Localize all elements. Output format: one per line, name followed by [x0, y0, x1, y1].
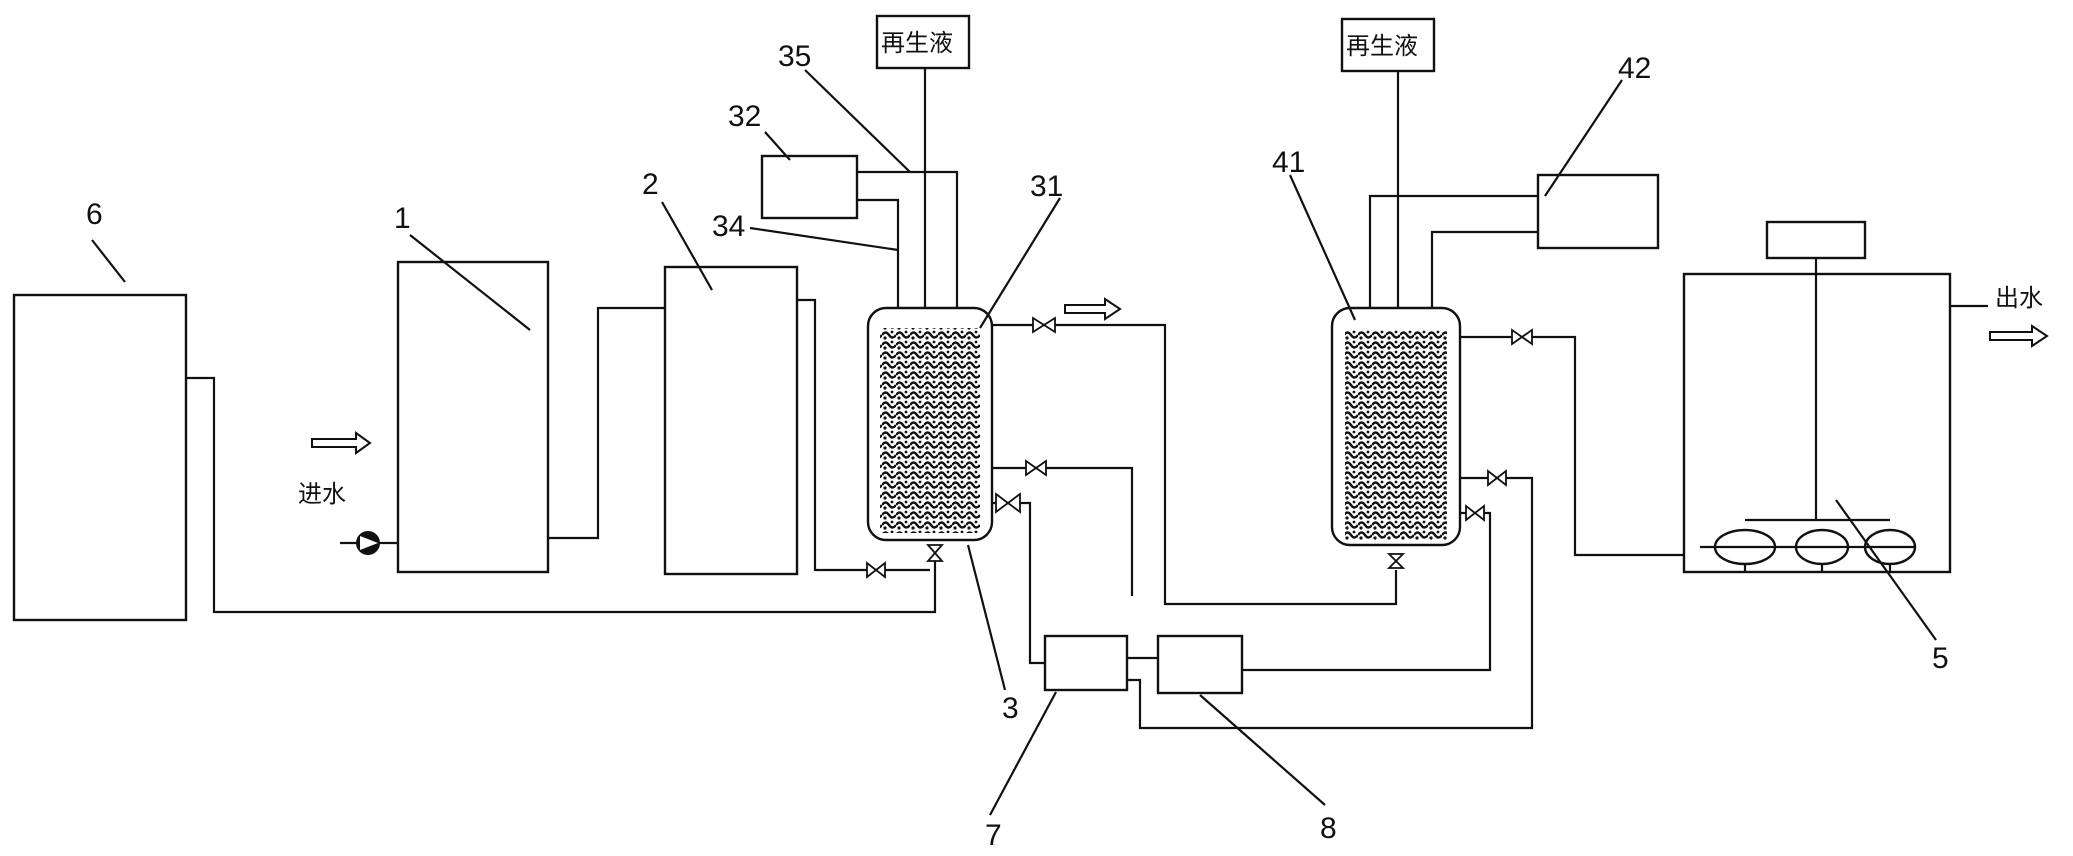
label-34: 34 [712, 210, 745, 243]
label-7: 7 [985, 819, 1002, 852]
pipe-32-out [857, 170, 959, 308]
pipe-3-mid [992, 466, 1134, 596]
pipe-41-to-5 [1460, 335, 1684, 557]
valve-v5 [995, 492, 1021, 514]
regen-label-1: 再生液 [881, 29, 953, 57]
tank-1 [396, 260, 550, 574]
leader-7 [989, 691, 1057, 816]
leader-6 [91, 239, 126, 283]
regen-box-2 [1340, 17, 1436, 73]
pipe-3-to-7 [992, 501, 1045, 665]
valve-v4 [1025, 459, 1047, 477]
tank-2 [663, 265, 799, 576]
valve-v9 [1465, 504, 1485, 522]
leader-34 [749, 226, 899, 252]
box-42 [1536, 173, 1660, 250]
pipe-42-in [1430, 230, 1538, 308]
pipe-6-to-3 [186, 376, 937, 614]
leader-5 [1835, 499, 1937, 641]
pipe-1-to-2 [548, 306, 665, 540]
leader-35 [804, 69, 911, 173]
pipe-3-to-41 [992, 323, 1398, 606]
label-5: 5 [1932, 642, 1949, 675]
label-3: 3 [1002, 692, 1019, 725]
leader-31 [979, 197, 1061, 329]
leader-1 [409, 234, 531, 331]
label-31: 31 [1030, 170, 1063, 203]
column-41-resin [1345, 330, 1447, 540]
inlet-label: 进水 [298, 480, 346, 508]
label-8: 8 [1320, 812, 1337, 845]
outlet-label: 出水 [1995, 284, 2043, 312]
label-42: 42 [1618, 52, 1651, 85]
pipe-7-to-41 [1127, 476, 1534, 730]
arrow-inlet-icon [311, 431, 372, 455]
column-3-resin [880, 328, 980, 533]
arrow-outlet-icon [1989, 324, 2049, 348]
valve-v3 [1032, 316, 1056, 334]
box-7 [1043, 634, 1129, 692]
leader-42 [1544, 79, 1623, 197]
label-2: 2 [642, 168, 659, 201]
mixer-motor [1765, 220, 1867, 260]
valve-v8 [1487, 469, 1507, 487]
valve-v7 [1511, 328, 1533, 346]
box-8 [1156, 634, 1244, 695]
valve-v1 [866, 561, 886, 579]
leader-32 [764, 131, 791, 161]
valve-v2 [926, 544, 944, 562]
label-32: 32 [728, 100, 761, 133]
label-6: 6 [86, 198, 103, 231]
leader-2 [661, 201, 713, 291]
leader-41 [1288, 174, 1357, 321]
leader-3 [966, 544, 1007, 691]
label-1: 1 [394, 202, 411, 235]
pipe-42-out [1368, 194, 1538, 308]
box-32 [760, 154, 859, 220]
arrow-flow-icon [1064, 297, 1122, 321]
regen-label-2: 再生液 [1346, 32, 1418, 60]
valve-v6 [1386, 553, 1406, 569]
leader-8 [1199, 694, 1326, 806]
tank-6 [12, 293, 188, 622]
label-35: 35 [778, 40, 811, 73]
label-41: 41 [1272, 146, 1305, 179]
pipe-32-in [857, 198, 900, 308]
inlet-pump-icon [356, 531, 380, 555]
regen-box-1 [875, 14, 971, 70]
